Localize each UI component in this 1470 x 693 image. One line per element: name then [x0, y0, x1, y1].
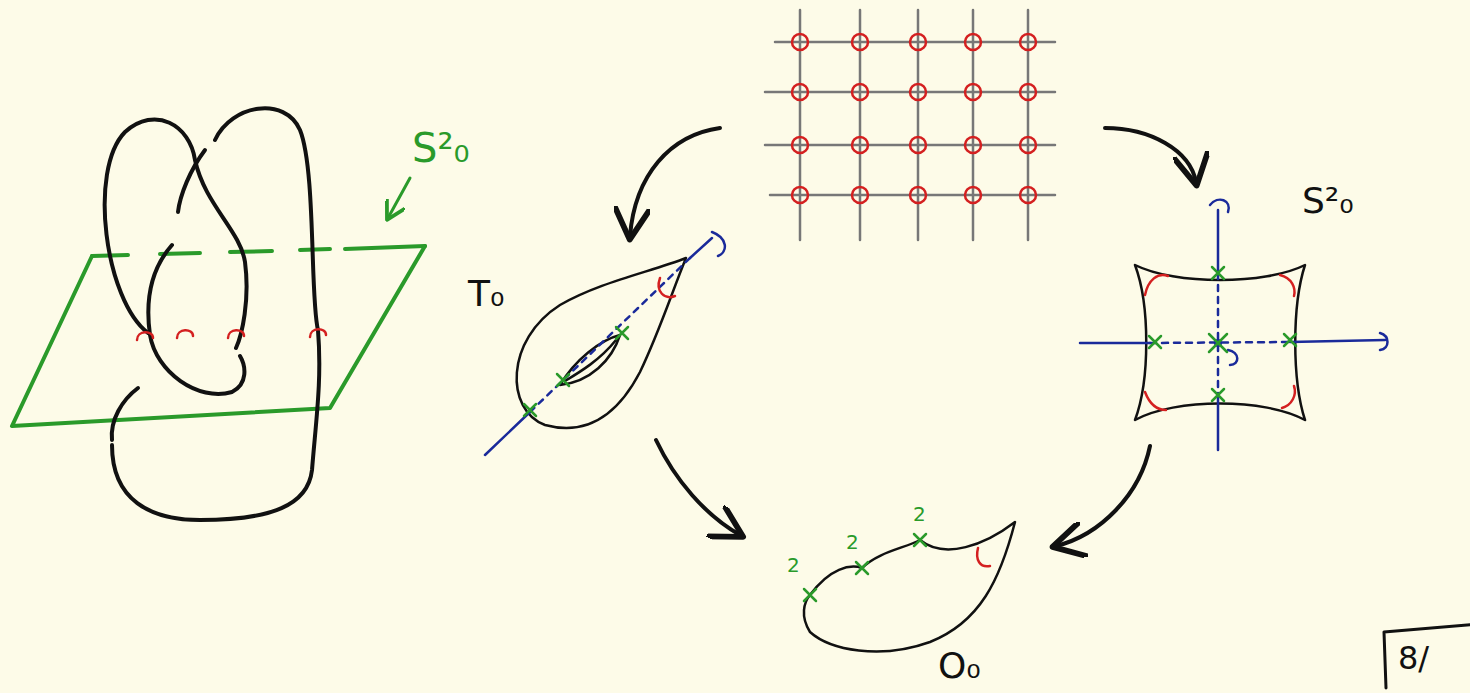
puncture-circles-part	[852, 34, 868, 50]
sphere-part	[1135, 265, 1305, 420]
rotation-axis-part	[690, 238, 712, 258]
knot-part	[112, 388, 138, 440]
sphere	[1135, 265, 1305, 420]
puncture-circles-part	[965, 137, 981, 153]
knot-part	[112, 108, 319, 520]
puncture-circles-part	[792, 84, 808, 100]
meridian-part	[137, 332, 153, 340]
puncture-circles-part	[910, 34, 926, 50]
rotation-axis	[1080, 200, 1388, 450]
meridian-part	[1280, 275, 1294, 296]
rotation-axis-part	[1380, 333, 1388, 350]
cone-points	[804, 534, 926, 601]
puncture-circles-part	[910, 84, 926, 100]
page-number: 8/	[1398, 642, 1429, 674]
torus-part	[560, 335, 620, 385]
arrows-part	[656, 440, 740, 535]
orbifold-label: O₀	[938, 648, 981, 684]
plane	[12, 178, 425, 426]
rotation-axis	[485, 232, 725, 455]
grid	[765, 10, 1055, 240]
orbifold	[804, 522, 1015, 651]
meridian	[1145, 275, 1295, 410]
rotation-axis-part	[1228, 350, 1237, 365]
meridian	[977, 548, 990, 566]
cone-points-part	[804, 589, 816, 601]
meridian-part	[1145, 392, 1166, 410]
plane-part	[388, 178, 410, 218]
meridian-part	[1145, 275, 1168, 295]
plane-part	[92, 246, 425, 256]
puncture-circles-part	[1020, 137, 1036, 153]
cone-order: 2	[787, 555, 800, 575]
torus-part	[565, 340, 616, 381]
fixed-points-part	[1212, 389, 1224, 401]
fixed-points-part	[557, 374, 569, 386]
puncture-circles-part	[1020, 34, 1036, 50]
rotation-axis-part	[1217, 210, 1220, 450]
fixed-points-part	[1212, 267, 1224, 279]
rotation-axis-part	[530, 258, 690, 412]
puncture-circles-part	[910, 187, 926, 203]
rotation-axis-part	[1080, 340, 1385, 343]
arrows-part	[1105, 128, 1196, 182]
arrows-part	[1056, 446, 1150, 546]
page-box	[1384, 624, 1470, 688]
meridian	[137, 329, 326, 340]
knot-part	[105, 119, 247, 348]
orbifold-part	[804, 522, 1015, 651]
arrows-part	[630, 128, 720, 236]
knot-part	[178, 150, 205, 212]
grid-part	[800, 10, 1028, 240]
cone-points-part	[914, 534, 926, 546]
cone-order: 2	[913, 504, 926, 524]
puncture-circles-part	[852, 84, 868, 100]
puncture-circles-part	[910, 137, 926, 153]
fixed-points-part	[1149, 336, 1161, 348]
cone-points-part	[856, 562, 868, 574]
arrows	[630, 128, 1196, 546]
meridian-part	[228, 330, 244, 338]
fixed-points-part	[1284, 334, 1296, 346]
meridian-part	[1282, 386, 1295, 408]
knot	[105, 108, 320, 520]
puncture-circles-part	[965, 187, 981, 203]
puncture-circles-part	[1020, 84, 1036, 100]
puncture-circles-part	[852, 137, 868, 153]
puncture-circles-part	[1020, 187, 1036, 203]
surface-label: T₀	[468, 276, 504, 312]
fixed-points	[1149, 267, 1296, 401]
plane-part	[12, 246, 425, 426]
fixed-points-part	[524, 404, 536, 416]
puncture-circles-part	[965, 34, 981, 50]
knot-part	[148, 245, 244, 394]
puncture-circles-part	[792, 137, 808, 153]
puncture-circles	[792, 34, 1036, 203]
cone-order: 2	[846, 532, 859, 552]
puncture-circles-part	[965, 84, 981, 100]
rotation-axis-part	[1217, 273, 1220, 395]
puncture-circles-part	[852, 187, 868, 203]
rotation-axis-part	[1210, 200, 1229, 212]
meridian-part	[177, 330, 193, 338]
meridian	[659, 278, 675, 297]
fixed-points	[524, 327, 628, 416]
puncture-circles-part	[792, 34, 808, 50]
surface-label: S²₀	[1302, 183, 1354, 219]
rotation-axis-part	[712, 232, 725, 256]
puncture-circles-part	[792, 187, 808, 203]
meridian-part	[310, 329, 326, 337]
grid-part	[765, 42, 1055, 195]
surface-label: S²₀	[412, 128, 469, 168]
fixed-points-part	[1209, 334, 1227, 352]
fixed-points-part	[616, 327, 628, 339]
rotation-axis-part	[485, 412, 530, 455]
